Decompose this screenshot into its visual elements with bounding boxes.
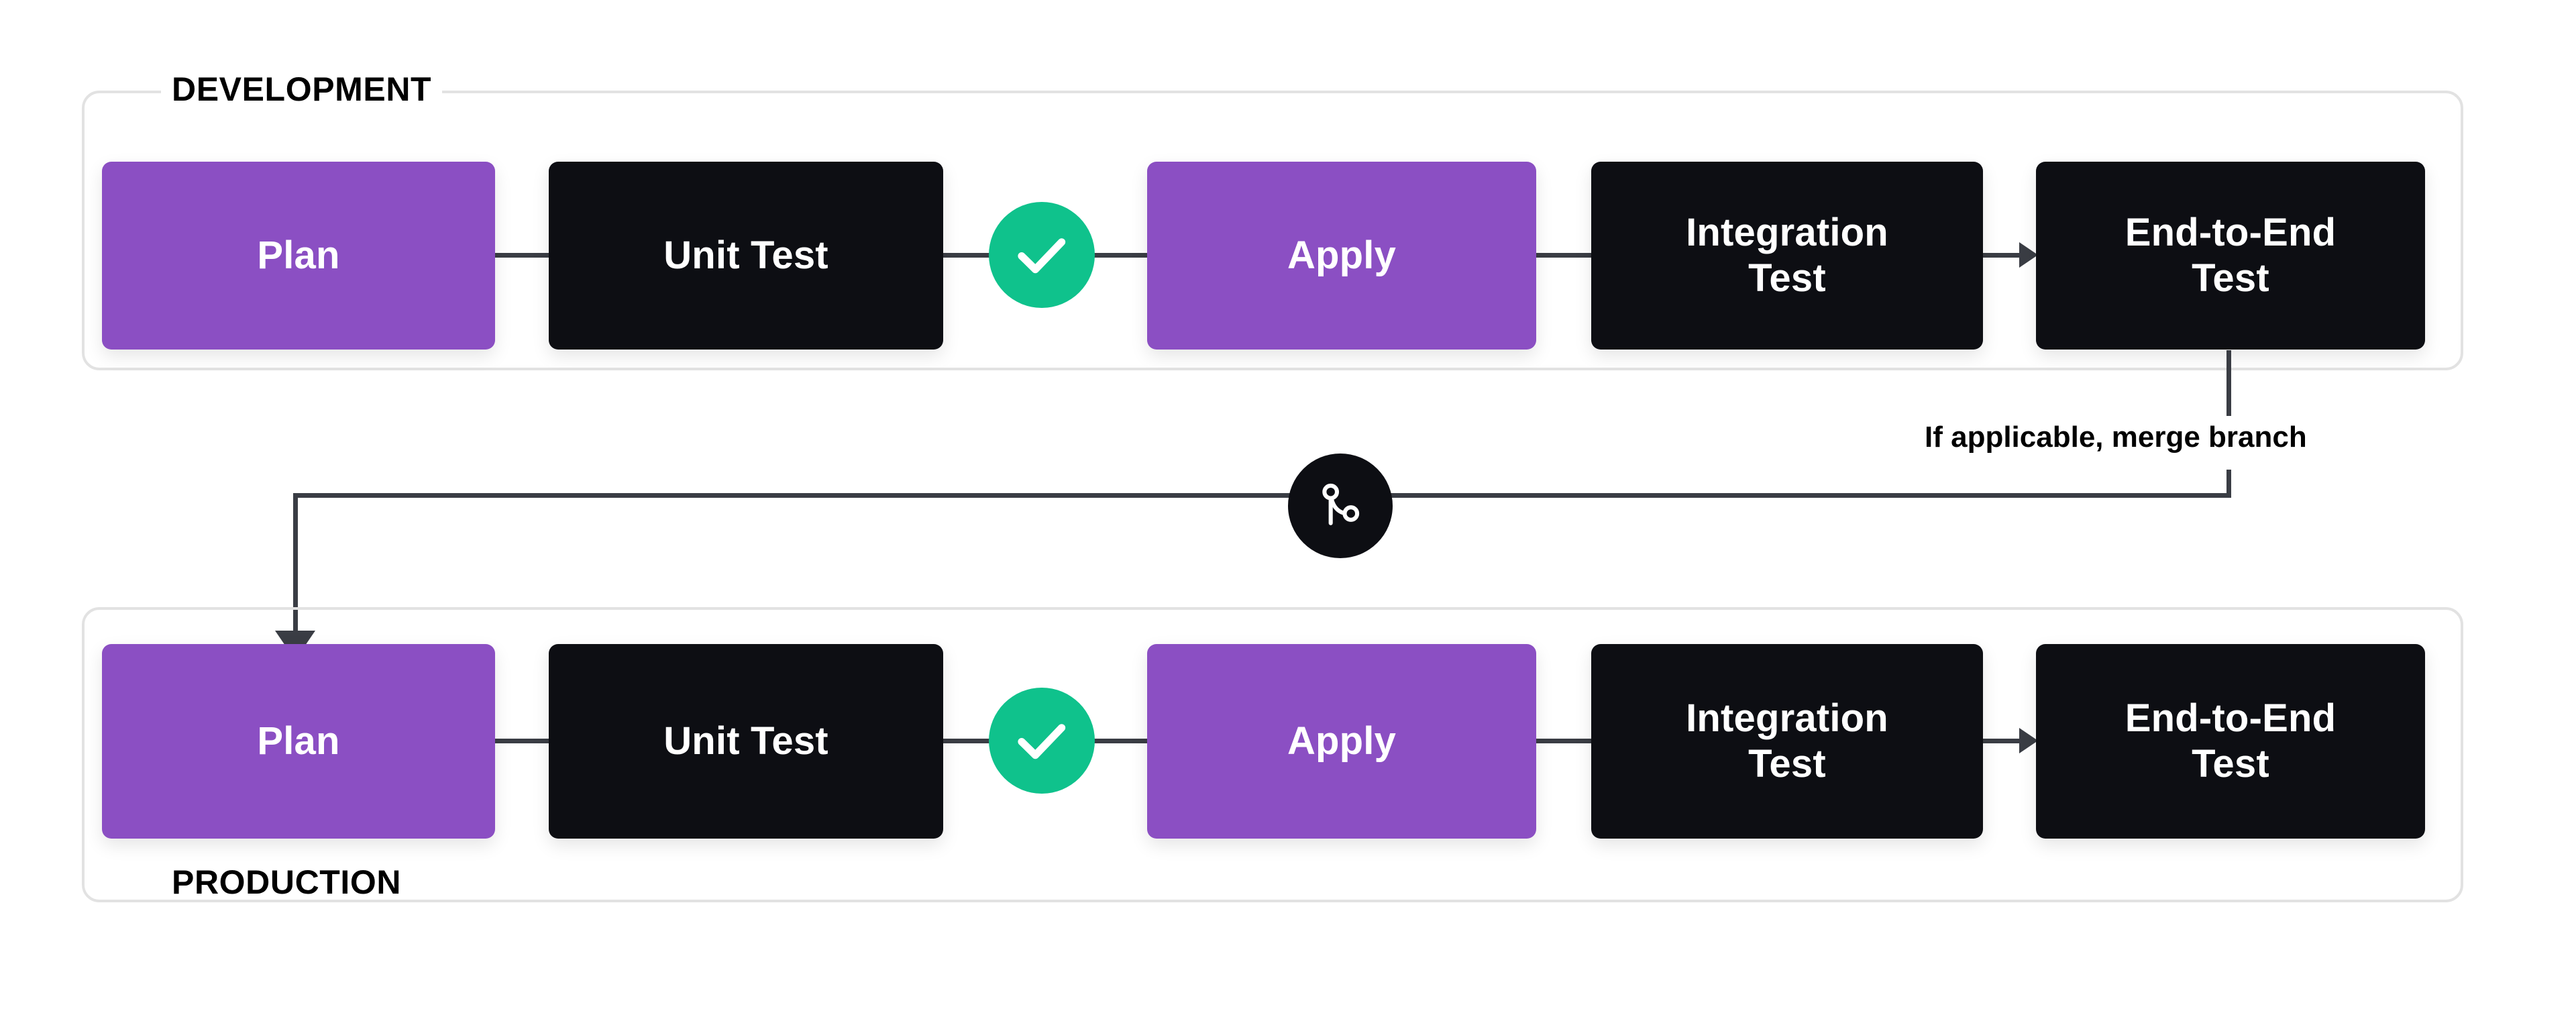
node-label: Unit Test — [663, 233, 828, 277]
merge-path-vertical-upper — [2226, 350, 2231, 431]
merge-path-horizontal — [293, 493, 2231, 498]
connector-unit-test-to-check-dev — [943, 253, 990, 258]
node-label: Apply — [1287, 719, 1397, 763]
panel-development — [82, 91, 2463, 370]
node-label: End-to-End Test — [2125, 210, 2336, 302]
connector-check-to-apply-dev — [1092, 253, 1147, 258]
node-label: Plan — [257, 233, 340, 277]
node-label: Apply — [1287, 233, 1397, 277]
node-label: End-to-End Test — [2125, 696, 2336, 788]
node-label: Unit Test — [663, 719, 828, 763]
node-end-to-end-test-dev[interactable]: End-to-End Test — [2036, 162, 2425, 350]
git-branch-icon — [1322, 483, 1360, 525]
merge-branch-badge[interactable] — [1288, 454, 1393, 558]
panel-production-legend: PRODUCTION — [161, 865, 413, 899]
connector-plan-to-unit-test-dev — [495, 253, 549, 258]
node-label: Plan — [257, 719, 340, 763]
merge-path-vertical-left — [293, 493, 298, 635]
connector-check-to-apply-prod — [1092, 739, 1147, 743]
node-integration-test-prod[interactable]: Integration Test — [1591, 644, 1983, 839]
node-label-line1: End-to-End — [2125, 210, 2337, 254]
merge-branch-label: If applicable, merge branch — [1915, 416, 2316, 459]
merge-path-vertical-lower — [2226, 470, 2231, 498]
check-icon — [1018, 724, 1066, 759]
connector-apply-to-integration-dev — [1536, 253, 1591, 258]
connector-apply-to-integration-prod — [1536, 739, 1591, 743]
panel-production — [82, 607, 2463, 902]
panel-development-legend: DEVELOPMENT — [161, 72, 443, 106]
check-icon — [1018, 238, 1066, 274]
node-plan-dev[interactable]: Plan — [102, 162, 495, 350]
node-label: Integration Test — [1686, 696, 1888, 788]
status-badge-check-prod[interactable] — [989, 688, 1095, 794]
arrowhead-integration-to-end-to-end-dev — [2019, 242, 2038, 268]
node-apply-prod[interactable]: Apply — [1147, 644, 1536, 839]
node-end-to-end-test-prod[interactable]: End-to-End Test — [2036, 644, 2425, 839]
node-label-line2: Test — [1748, 256, 1826, 300]
node-integration-test-dev[interactable]: Integration Test — [1591, 162, 1983, 350]
node-unit-test-prod[interactable]: Unit Test — [549, 644, 943, 839]
connector-integration-to-end-to-end-dev — [1983, 253, 2025, 258]
node-label-line2: Test — [1748, 742, 1826, 786]
node-plan-prod[interactable]: Plan — [102, 644, 495, 839]
node-label-line1: End-to-End — [2125, 696, 2337, 740]
node-label-line2: Test — [2192, 742, 2269, 786]
connector-unit-test-to-check-prod — [943, 739, 990, 743]
node-unit-test-dev[interactable]: Unit Test — [549, 162, 943, 350]
connector-integration-to-end-to-end-prod — [1983, 739, 2025, 743]
node-label-line2: Test — [2192, 256, 2269, 300]
connector-plan-to-unit-test-prod — [495, 739, 549, 743]
status-badge-check-dev[interactable] — [989, 202, 1095, 308]
node-apply-dev[interactable]: Apply — [1147, 162, 1536, 350]
node-label-line1: Integration — [1686, 210, 1888, 254]
arrowhead-integration-to-end-to-end-prod — [2019, 728, 2038, 753]
node-label-line1: Integration — [1686, 696, 1888, 740]
node-label: Integration Test — [1686, 210, 1888, 302]
